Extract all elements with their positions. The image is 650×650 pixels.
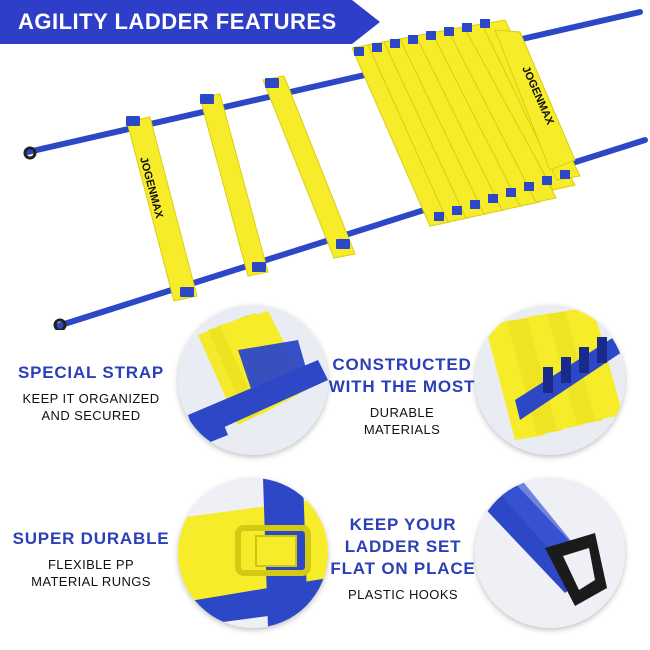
feature-description: KEEP IT ORGANIZED AND SECURED (22, 391, 160, 423)
feature-title: SPECIAL STRAP (17, 363, 165, 382)
features-banner: AGILITY LADDER FEATURES (0, 0, 380, 44)
banner-title: AGILITY LADDER FEATURES (18, 9, 337, 34)
ladder-rungs (126, 19, 581, 302)
feature-title: CONSTRUCTED WITH THE MOST (328, 355, 476, 396)
rung-clips (126, 19, 570, 297)
feature-description: DURABLE MATERIALS (363, 405, 441, 437)
feature-title: SUPER DURABLE (12, 529, 170, 548)
feature-title: KEEP YOUR LADDER SET FLAT ON PLACE (330, 515, 476, 578)
end-loop-icon (23, 146, 37, 160)
rung-buckle-photo (178, 478, 328, 628)
feature-description: FLEXIBLE PP MATERIAL RUNGS (31, 557, 151, 589)
feature-special-strap: SPECIAL STRAP KEEP IT ORGANIZED AND SECU… (10, 362, 172, 424)
agility-ladder-illustration: JOGENMAX JOGENMAX (23, 9, 648, 330)
feature-plastic-hooks: KEEP YOUR LADDER SET FLAT ON PLACE PLAST… (322, 514, 484, 603)
stacked-rungs-photo (475, 305, 625, 455)
feature-constructed-durable: CONSTRUCTED WITH THE MOST DURABLE MATERI… (322, 354, 482, 438)
feature-description: PLASTIC HOOKS (348, 587, 458, 602)
plastic-hook-photo (475, 478, 625, 628)
folded-rungs-strap-photo (178, 305, 328, 455)
banner-arrow-shape (0, 0, 380, 44)
feature-super-durable: SUPER DURABLE FLEXIBLE PP MATERIAL RUNGS (10, 528, 172, 590)
end-loop-icon (53, 318, 67, 330)
